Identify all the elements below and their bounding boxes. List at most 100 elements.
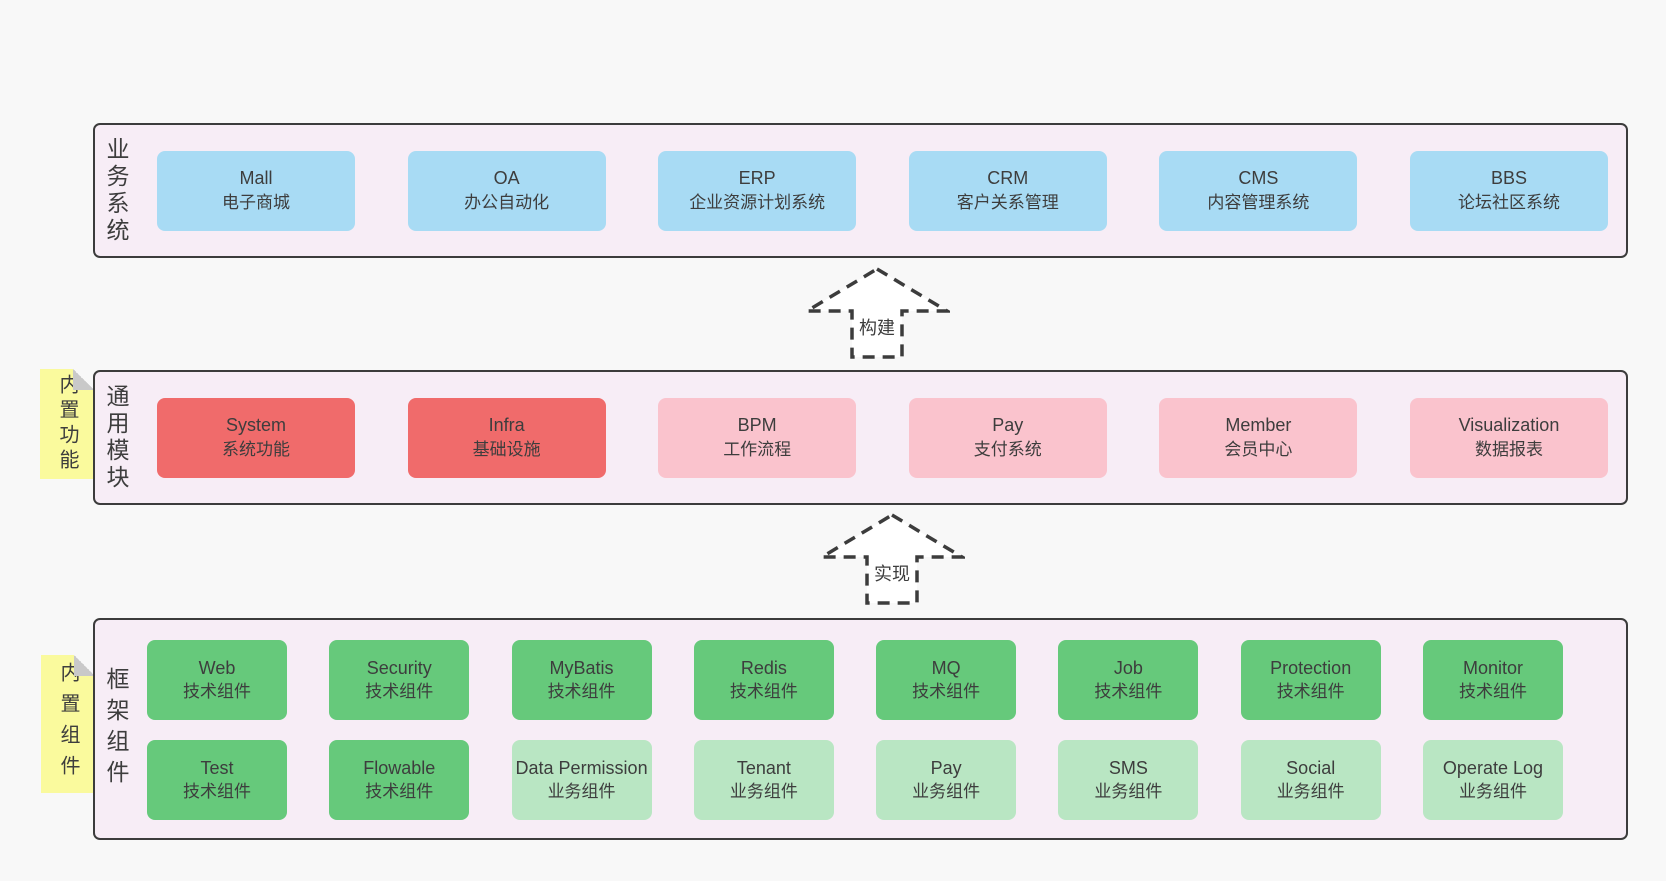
- box-title: BBS: [1490, 168, 1527, 188]
- box-title: CMS: [1238, 168, 1279, 188]
- box-subtitle: 技术组件: [1276, 681, 1345, 701]
- box-title: CRM: [987, 168, 1029, 188]
- box-title: Member: [1225, 415, 1292, 435]
- box-title: Pay: [992, 415, 1024, 435]
- sticky-note-label: 内置组件: [57, 662, 79, 786]
- box-mall: Mall 电子商城: [157, 150, 355, 231]
- box-title: Operate Log: [1442, 758, 1543, 779]
- box-subtitle: 技术组件: [729, 681, 798, 701]
- box-title: Tenant: [736, 758, 791, 779]
- box-subtitle: 客户关系管理: [956, 193, 1059, 213]
- box-subtitle: 技术组件: [183, 681, 251, 701]
- box-title: Redis: [740, 658, 787, 679]
- box-cms: CMS 内容管理系统: [1159, 150, 1358, 231]
- box-subtitle: 业务组件: [729, 781, 798, 801]
- box-subtitle: 数据报表: [1474, 440, 1543, 460]
- band-common-modules: 通用模块 System 系统功能 Infra 基础设施 BPM 工作流程 Pay 支付系统 Me…: [93, 370, 1628, 505]
- box-member: Member 会员中心: [1159, 397, 1358, 478]
- box-title: Social: [1286, 758, 1336, 779]
- box-subtitle: 电子商城: [222, 193, 290, 213]
- box-subtitle: 支付系统: [973, 440, 1042, 460]
- box-title: ERP: [738, 168, 776, 188]
- implement-arrow-label: 实现: [871, 560, 913, 586]
- box-system: System 系统功能: [157, 397, 355, 478]
- box-subtitle: 企业资源计划系统: [689, 193, 826, 213]
- box-subtitle: 技术组件: [183, 781, 251, 801]
- dashed-up-arrow-icon: [804, 266, 950, 359]
- box-subtitle: 业务组件: [1276, 781, 1345, 801]
- box-infra: Infra 基础设施: [407, 397, 606, 478]
- common-modules-row: System 系统功能 Infra 基础设施 BPM 工作流程 Pay 支付系统 Member 会…: [95, 372, 1626, 503]
- box-subtitle: 技术组件: [912, 681, 981, 701]
- box-pay: Pay 支付系统: [908, 397, 1107, 478]
- box-subtitle: 业务组件: [912, 781, 981, 801]
- box-title: MyBatis: [549, 658, 614, 679]
- box-title: BPM: [737, 415, 777, 435]
- box-title: SMS: [1108, 758, 1148, 779]
- box-subtitle: 会员中心: [1224, 440, 1293, 460]
- box-subtitle: 业务组件: [1094, 781, 1163, 801]
- box-bbs: BBS 论坛社区系统: [1409, 150, 1608, 231]
- box-subtitle: 论坛社区系统: [1457, 193, 1560, 213]
- sticky-note-label: 内置功能: [56, 374, 78, 474]
- box-title: Mall: [239, 168, 273, 188]
- box-subtitle: 技术组件: [547, 681, 616, 701]
- box-title: Protection: [1270, 658, 1352, 679]
- band-side-label: 业务系统: [103, 136, 129, 245]
- box-subtitle: 系统功能: [222, 440, 290, 460]
- box-subtitle: 技术组件: [1094, 681, 1163, 701]
- box-title: System: [225, 415, 286, 435]
- box-title: Visualization: [1458, 415, 1560, 435]
- box-erp: ERP 企业资源计划系统: [658, 150, 857, 231]
- box-crm: CRM 客户关系管理: [908, 150, 1107, 231]
- build-arrow-label: 构建: [856, 314, 898, 340]
- band-side-label: 通用模块: [103, 383, 129, 492]
- implement-arrow: 实现: [819, 512, 965, 606]
- box-visualization: Visualization 数据报表: [1409, 397, 1608, 478]
- box-subtitle: 技术组件: [365, 681, 434, 701]
- build-arrow: 构建: [804, 266, 950, 360]
- box-title: Web: [198, 658, 236, 679]
- box-bpm: BPM 工作流程: [658, 397, 857, 478]
- box-title: MQ: [931, 658, 961, 679]
- box-subtitle: 技术组件: [1458, 681, 1527, 701]
- dashed-up-arrow-icon: [819, 512, 965, 605]
- box-title: Security: [366, 658, 432, 679]
- box-title: Test: [200, 758, 234, 779]
- box-title: Job: [1113, 658, 1143, 679]
- box-title: Data Permission: [515, 758, 648, 779]
- box-title: Infra: [488, 415, 525, 435]
- box-subtitle: 内容管理系统: [1207, 193, 1310, 213]
- box-title: Flowable: [363, 758, 436, 779]
- band-side-label: 框架组件: [103, 667, 129, 791]
- box-subtitle: 业务组件: [547, 781, 616, 801]
- box-subtitle: 业务组件: [1458, 781, 1527, 801]
- box-title: Monitor: [1462, 658, 1523, 679]
- box-subtitle: 基础设施: [472, 440, 541, 460]
- sticky-note-built-in-features: 内置功能: [40, 369, 94, 479]
- box-title: Pay: [930, 758, 962, 779]
- sticky-note-built-in-components: 内置组件: [41, 655, 95, 793]
- box-subtitle: 工作流程: [723, 440, 792, 460]
